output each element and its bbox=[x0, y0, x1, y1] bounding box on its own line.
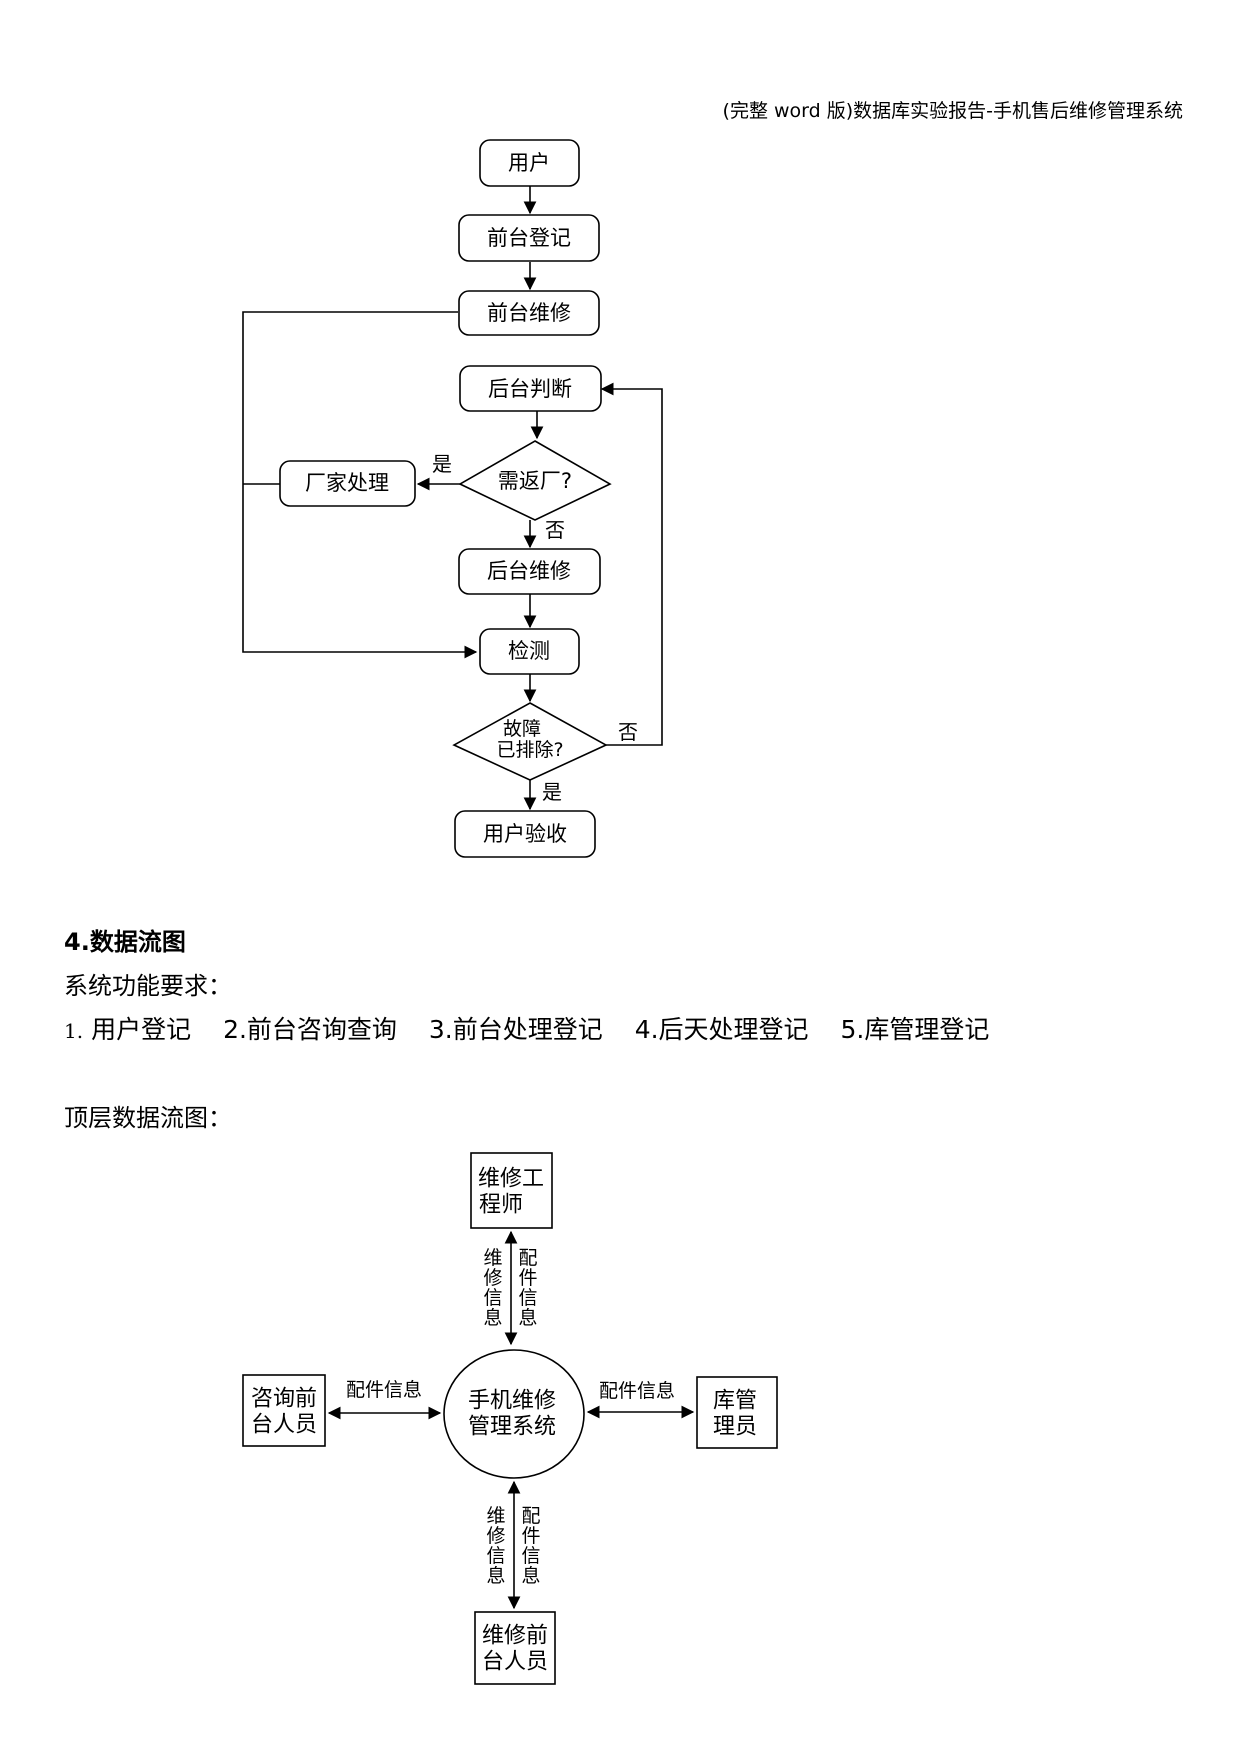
node-back-judge bbox=[459, 365, 602, 412]
edge-label-fault-yes: 是 bbox=[542, 780, 562, 804]
requirement-text: 2.前台咨询查询 bbox=[223, 1015, 397, 1044]
dfd-flow-bottom-right-char: 息 bbox=[521, 1565, 540, 1587]
node-fault-label-line2: 已排除? bbox=[496, 739, 563, 761]
node-back-repair bbox=[458, 548, 601, 595]
node-back-judge-label: 后台判断 bbox=[488, 377, 572, 401]
node-need-return-decision bbox=[458, 440, 612, 521]
dfd-flow-top-right-char: 息 bbox=[518, 1307, 537, 1329]
dfd-flow-bottom-left-char: 信 bbox=[486, 1545, 505, 1567]
node-factory-process bbox=[279, 460, 416, 507]
page-header: (完整 word 版)数据库实验报告-手机售后维修管理系统 bbox=[722, 100, 1183, 122]
section-title: 4.数据流图 bbox=[64, 928, 186, 956]
dfd-entity-top bbox=[470, 1152, 553, 1229]
edge-label-fault-no: 否 bbox=[618, 720, 638, 744]
requirements-label: 系统功能要求： bbox=[64, 972, 232, 1000]
dfd-entity-top-line2: 程师 bbox=[479, 1193, 523, 1218]
dfd-process-line2: 管理系统 bbox=[468, 1415, 556, 1440]
requirement-item: 1. 用户登记 bbox=[64, 1015, 191, 1044]
requirement-item: 5.库管理登记 bbox=[841, 1015, 990, 1044]
node-factory-process-label: 厂家处理 bbox=[305, 471, 389, 495]
node-need-return-label: 需返厂? bbox=[498, 469, 572, 493]
node-inspect bbox=[479, 628, 580, 675]
node-user bbox=[479, 139, 580, 187]
dfd-entity-left bbox=[242, 1374, 326, 1447]
dfd-flow-top-right-char: 配 bbox=[518, 1247, 537, 1269]
node-front-repair bbox=[458, 290, 600, 336]
requirement-item: 3.前台处理登记 bbox=[429, 1015, 603, 1044]
dfd-flow-top-right-char: 件 bbox=[518, 1267, 537, 1289]
dfd-labels: 维修工 程师 咨询前 台人员 库管 理员 维修前 台人员 手机维修 管理系统 配… bbox=[251, 1167, 757, 1675]
dfd-flow-top-left-char: 信 bbox=[483, 1287, 502, 1309]
node-user-accept-label: 用户验收 bbox=[483, 822, 567, 846]
dfd-entity-left-line1: 咨询前 bbox=[251, 1387, 317, 1412]
dfd-entity-top-line1: 维修工 bbox=[478, 1167, 544, 1192]
node-user-accept bbox=[454, 810, 596, 858]
node-fault-cleared-decision bbox=[452, 702, 608, 781]
dfd-entity-right bbox=[696, 1376, 778, 1449]
requirement-text: 用户登记 bbox=[91, 1015, 192, 1044]
dfd-flow-top-left-char: 维 bbox=[483, 1247, 502, 1269]
dfd-flow-top-right-char: 信 bbox=[518, 1287, 537, 1309]
edge-fault-loop bbox=[600, 382, 663, 746]
requirement-item: 4.后天处理登记 bbox=[635, 1015, 809, 1044]
dfd-entity-bottom-line2: 台人员 bbox=[482, 1650, 548, 1675]
flowchart-labels: 用户 前台登记 前台维修 后台判断 需返厂? 厂家处理 后台维修 检测 故障 已… bbox=[305, 151, 638, 846]
dfd-flow-top-left-char: 息 bbox=[483, 1307, 502, 1329]
dfd-flow-top-left-char: 修 bbox=[483, 1267, 502, 1289]
dfd-flow-bottom-left-char: 维 bbox=[486, 1505, 505, 1527]
dfd-entity-bottom-line1: 维修前 bbox=[482, 1624, 548, 1649]
node-back-repair-label: 后台维修 bbox=[487, 559, 571, 583]
dfd-flow-bottom-left-char: 修 bbox=[486, 1525, 505, 1547]
edge-label-return-yes: 是 bbox=[432, 452, 452, 476]
flowchart bbox=[242, 139, 663, 858]
node-fault-label-line1: 故障 bbox=[503, 718, 541, 740]
requirement-item: 2.前台咨询查询 bbox=[223, 1015, 397, 1044]
dfd-flow-left-label: 配件信息 bbox=[346, 1379, 422, 1401]
dfd-flow-bottom-right-char: 信 bbox=[521, 1545, 540, 1567]
dfd-entity-left-line2: 台人员 bbox=[251, 1413, 317, 1438]
dfd-flow-bottom-right-char: 件 bbox=[521, 1525, 540, 1547]
dfd-entity-bottom bbox=[474, 1611, 556, 1685]
edge-repair-bypass bbox=[242, 311, 478, 659]
edge-label-return-no: 否 bbox=[545, 518, 565, 542]
dfd-flow-right-label: 配件信息 bbox=[599, 1380, 675, 1402]
node-front-register-label: 前台登记 bbox=[487, 226, 571, 250]
node-front-register bbox=[458, 214, 600, 262]
dfd-entity-right-line1: 库管 bbox=[713, 1389, 757, 1414]
node-user-label: 用户 bbox=[508, 151, 550, 175]
node-inspect-label: 检测 bbox=[508, 639, 550, 663]
node-front-repair-label: 前台维修 bbox=[487, 301, 571, 325]
requirement-text: 5.库管理登记 bbox=[840, 1015, 990, 1044]
dfd-process-line1: 手机维修 bbox=[468, 1389, 556, 1414]
dfd-flow-bottom-right-char: 配 bbox=[521, 1505, 540, 1527]
dfd-flow-bottom-left-char: 息 bbox=[486, 1565, 505, 1587]
dfd bbox=[242, 1152, 778, 1685]
dfd-process-center bbox=[443, 1349, 585, 1479]
requirement-text: 3.前台处理登记 bbox=[428, 1015, 603, 1044]
dfd-entity-right-line2: 理员 bbox=[713, 1415, 757, 1440]
requirement-number: 1. bbox=[64, 1019, 84, 1043]
requirements-list: 1. 用户登记 2.前台咨询查询 3.前台处理登记 4.后天处理登记 5.库管理登… bbox=[64, 1010, 1013, 1046]
top-dfd-label: 顶层数据流图： bbox=[64, 1104, 232, 1132]
requirement-text: 4.后天处理登记 bbox=[634, 1015, 809, 1044]
